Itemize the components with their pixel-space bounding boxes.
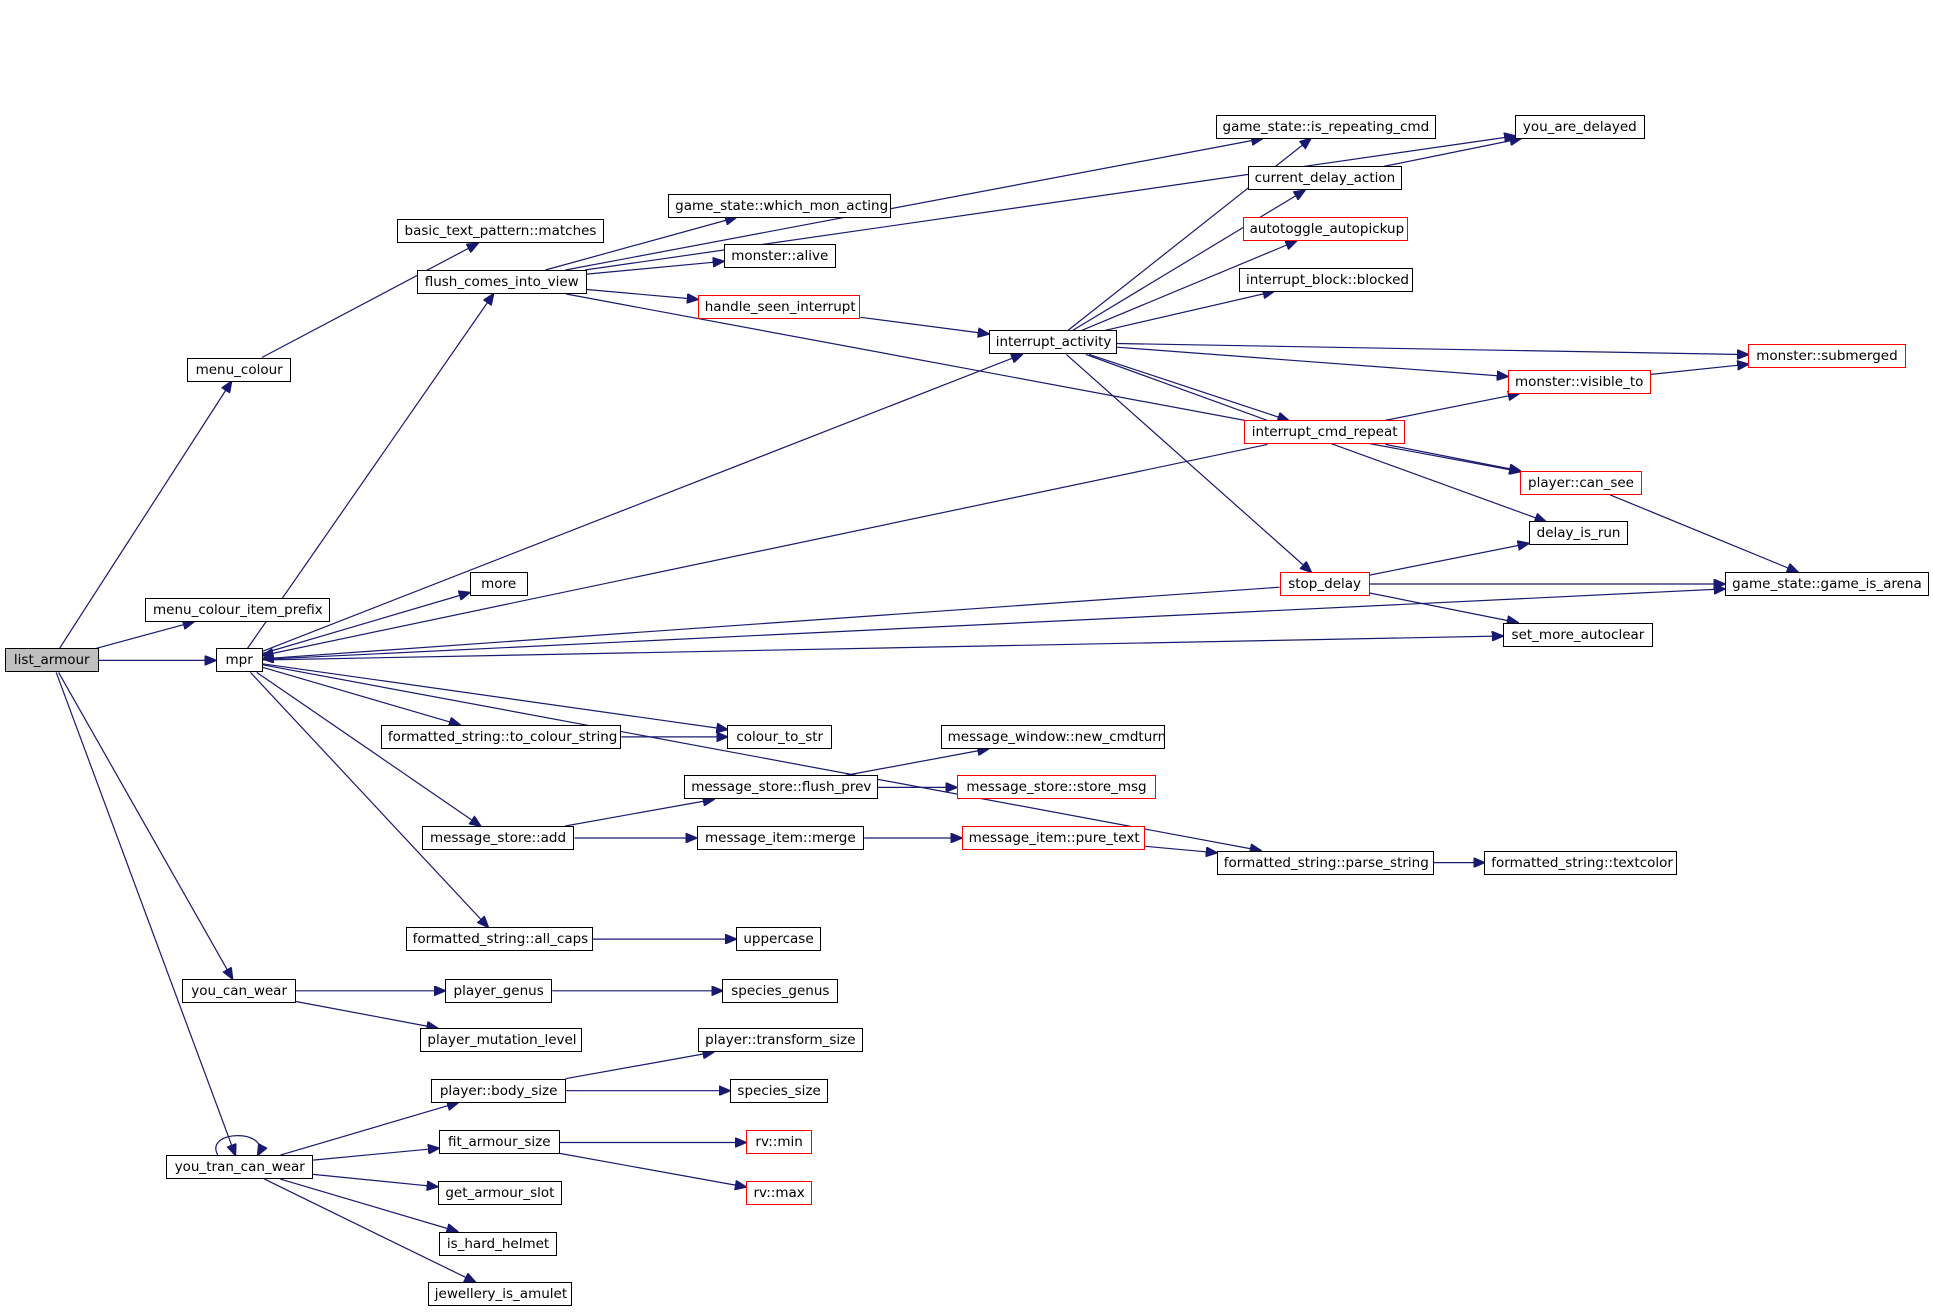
edge-message-store-flush-prev-to-message-window-new-cmdturn xyxy=(845,749,989,776)
edge-interrupt-activity-to-autotoggle-autopickup xyxy=(1081,241,1297,331)
edge-you-can-wear-to-player-mutation-level xyxy=(295,1000,438,1029)
node-fs-all-caps[interactable]: formatted_string::all_caps xyxy=(405,927,593,952)
node-current-delay-action[interactable]: current_delay_action xyxy=(1247,166,1402,191)
edge-mpr-to-more xyxy=(262,593,470,655)
edge-list-armour-to-menu-colour xyxy=(58,382,232,649)
node-you-are-delayed[interactable]: you_are_delayed xyxy=(1515,114,1645,139)
node-get-armour-slot[interactable]: get_armour_slot xyxy=(437,1181,563,1205)
node-fs-textcolor[interactable]: formatted_string::textcolor xyxy=(1484,850,1677,875)
node-monster-visible-to[interactable]: monster::visible_to xyxy=(1507,369,1651,394)
node-species-size[interactable]: species_size xyxy=(729,1078,829,1103)
node-colour-to-str[interactable]: colour_to_str xyxy=(727,724,833,749)
node-interrupt-cmd-repeat[interactable]: interrupt_cmd_repeat xyxy=(1243,420,1406,445)
edge-menu-colour-to-basic-text-pattern-matches xyxy=(261,243,478,359)
edge-mpr-to-colour-to-str xyxy=(262,663,728,730)
node-fs-parse-string[interactable]: formatted_string::parse_string xyxy=(1216,850,1434,875)
edge-list-armour-to-menu-colour-item-prefix xyxy=(95,622,194,649)
node-monster-alive[interactable]: monster::alive xyxy=(723,244,836,269)
node-game-state-which-mon-acting[interactable]: game_state::which_mon_acting xyxy=(668,193,892,218)
node-handle-seen-interrupt[interactable]: handle_seen_interrupt xyxy=(697,294,861,319)
node-flush-comes-into-view[interactable]: flush_comes_into_view xyxy=(416,269,587,294)
node-message-item-pure-text[interactable]: message_item::pure_text xyxy=(961,825,1146,850)
node-message-store-add[interactable]: message_store::add xyxy=(421,825,575,850)
node-message-store-flush-prev[interactable]: message_store::flush_prev xyxy=(684,775,878,800)
edge-player-body-size-to-player-transform-size xyxy=(565,1052,714,1080)
edge-fit-armour-size-to-rv-max xyxy=(559,1152,746,1187)
node-jewellery-is-amulet[interactable]: jewellery_is_amulet xyxy=(427,1282,572,1307)
node-monster-submerged[interactable]: monster::submerged xyxy=(1748,343,1906,368)
node-autotoggle-autopickup[interactable]: autotoggle_autopickup xyxy=(1242,216,1408,241)
node-fit-armour-size[interactable]: fit_armour_size xyxy=(438,1130,560,1155)
edge-mpr-to-game-state-game-is-arena xyxy=(262,589,1725,660)
node-interrupt-activity[interactable]: interrupt_activity xyxy=(988,330,1117,355)
node-player-genus[interactable]: player_genus xyxy=(445,978,553,1003)
node-player-body-size[interactable]: player::body_size xyxy=(431,1078,566,1103)
edge-mpr-to-fs-all-caps xyxy=(249,671,488,927)
edge-interrupt-activity-to-monster-visible-to xyxy=(1116,346,1508,376)
node-you-can-wear[interactable]: you_can_wear xyxy=(182,978,296,1003)
edge-you-tran-can-wear-to-player-body-size xyxy=(280,1103,458,1156)
node-player-transform-size[interactable]: player::transform_size xyxy=(697,1028,863,1053)
edge-flush-comes-into-view-to-monster-alive xyxy=(586,261,724,275)
node-game-state-is-repeating-cmd[interactable]: game_state::is_repeating_cmd xyxy=(1215,114,1437,139)
edge-interrupt-cmd-repeat-to-mpr xyxy=(263,443,1268,655)
edge-flush-comes-into-view-to-game-state-is-repeating-cmd xyxy=(565,139,1262,271)
node-message-item-merge[interactable]: message_item::merge xyxy=(696,825,865,850)
edge-message-item-pure-text-to-fs-parse-string xyxy=(1145,845,1217,853)
node-uppercase[interactable]: uppercase xyxy=(735,927,822,952)
edge-you-tran-can-wear-to-you-tran-can-wear xyxy=(215,1135,260,1156)
edge-list-armour-to-you-can-wear xyxy=(58,672,233,978)
edge-interrupt-activity-to-interrupt-cmd-repeat xyxy=(1088,353,1288,420)
edge-you-tran-can-wear-to-is-hard-helmet xyxy=(280,1178,457,1231)
node-message-store-store-msg[interactable]: message_store::store_msg xyxy=(956,775,1157,800)
edge-list-armour-to-you-tran-can-wear xyxy=(55,672,235,1155)
node-more[interactable]: more xyxy=(469,572,528,596)
edge-interrupt-activity-to-monster-submerged xyxy=(1116,342,1748,355)
edge-stop-delay-to-delay-is-run xyxy=(1369,543,1529,576)
edge-player-can-see-to-game-state-game-is-arena xyxy=(1609,494,1798,572)
edge-handle-seen-interrupt-to-interrupt-activity xyxy=(860,316,989,334)
node-game-state-game-is-arena[interactable]: game_state::game_is_arena xyxy=(1724,572,1930,596)
node-rv-min[interactable]: rv::min xyxy=(745,1130,813,1155)
node-species-genus[interactable]: species_genus xyxy=(722,978,839,1003)
node-menu-colour-item-prefix[interactable]: menu_colour_item_prefix xyxy=(145,597,331,622)
node-fs-to-colour-string[interactable]: formatted_string::to_colour_string xyxy=(380,724,622,749)
node-stop-delay[interactable]: stop_delay xyxy=(1279,572,1370,596)
edge-you-tran-can-wear-to-get-armour-slot xyxy=(313,1173,438,1186)
edge-monster-visible-to-to-monster-submerged xyxy=(1650,364,1748,375)
node-is-hard-helmet[interactable]: is_hard_helmet xyxy=(438,1231,558,1256)
node-list-armour[interactable]: list_armour xyxy=(4,648,99,673)
node-delay-is-run[interactable]: delay_is_run xyxy=(1528,521,1629,546)
edge-interrupt-cmd-repeat-to-player-can-see xyxy=(1385,443,1521,471)
edge-message-store-add-to-message-store-flush-prev xyxy=(565,799,714,827)
edge-interrupt-activity-to-stop-delay xyxy=(1065,353,1311,572)
edge-interrupt-activity-to-interrupt-block-blocked xyxy=(1104,292,1274,331)
node-player-mutation-level[interactable]: player_mutation_level xyxy=(420,1028,582,1053)
node-basic-text-pattern-matches[interactable]: basic_text_pattern::matches xyxy=(396,219,605,244)
edge-mpr-to-interrupt-activity xyxy=(262,354,1023,652)
node-message-window-new-cmdturn[interactable]: message_window::new_cmdturn xyxy=(940,724,1165,749)
edge-mpr-to-set-more-autoclear xyxy=(262,636,1503,661)
node-player-can-see[interactable]: player::can_see xyxy=(1520,470,1643,495)
edge-mpr-to-fs-to-colour-string xyxy=(262,666,460,725)
edge-stop-delay-to-set-more-autoclear xyxy=(1369,592,1518,623)
edge-interrupt-activity-to-current-delay-action xyxy=(1072,190,1305,331)
node-set-more-autoclear[interactable]: set_more_autoclear xyxy=(1502,622,1654,647)
edge-mpr-to-fs-parse-string xyxy=(262,664,1261,851)
node-mpr[interactable]: mpr xyxy=(215,648,263,673)
node-you-tran-can-wear[interactable]: you_tran_can_wear xyxy=(166,1155,314,1180)
node-rv-max[interactable]: rv::max xyxy=(745,1181,813,1205)
edge-interrupt-cmd-repeat-to-monster-visible-to xyxy=(1384,394,1519,421)
edge-current-delay-action-to-you-are-delayed xyxy=(1383,139,1521,167)
edge-stop-delay-to-mpr xyxy=(263,586,1280,659)
edge-mpr-to-message-store-add xyxy=(256,671,481,826)
edge-flush-comes-into-view-to-game-state-which-mon-acting xyxy=(545,218,736,271)
edge-mpr-to-flush-comes-into-view xyxy=(247,294,494,649)
node-interrupt-block-blocked[interactable]: interrupt_block::blocked xyxy=(1238,267,1413,292)
node-menu-colour[interactable]: menu_colour xyxy=(187,357,291,382)
edge-you-tran-can-wear-to-jewellery-is-amulet xyxy=(264,1178,475,1282)
edge-you-tran-can-wear-to-fit-armour-size xyxy=(313,1148,439,1161)
edge-flush-comes-into-view-to-handle-seen-interrupt xyxy=(586,288,698,300)
